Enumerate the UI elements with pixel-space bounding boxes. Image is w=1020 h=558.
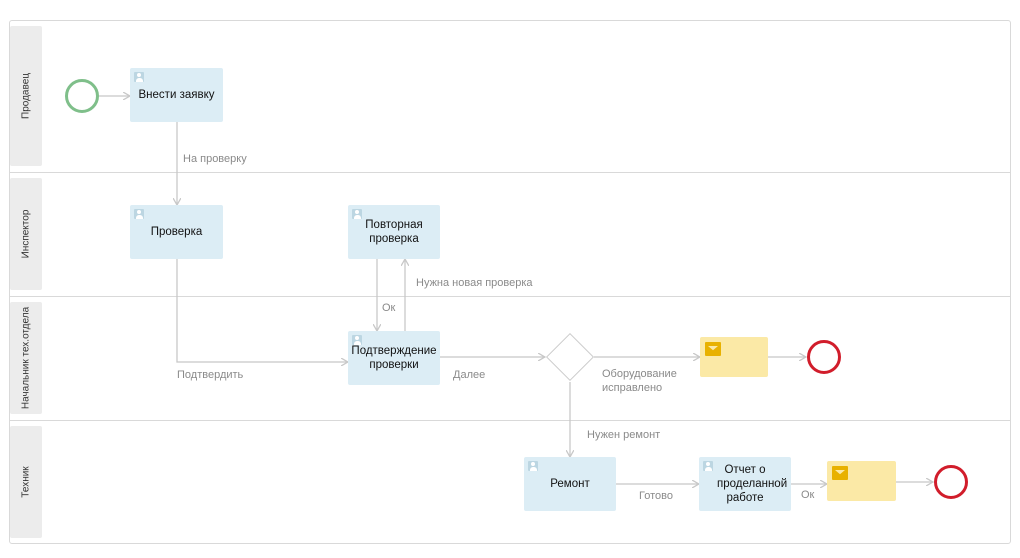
task-check[interactable]: Проверка [130,205,223,259]
task-label: Повторная проверка [365,219,423,245]
lane-header-seller: Продавец [10,26,42,166]
flow-label-new-check-needed: Нужна новая проверка [416,277,533,289]
task-label: Внести заявку [138,89,215,101]
task-label: Подтверждение проверки [351,345,437,371]
lane-separator [9,420,1011,421]
task-repair[interactable]: Ремонт [524,457,616,511]
end-event-2[interactable] [934,465,968,499]
lane-separator [9,172,1011,173]
flow-check-to-confirm [176,259,348,362]
envelope-icon [832,466,848,480]
lane-separator [9,296,1011,297]
user-icon [134,72,144,82]
flow-label-repair-needed: Нужен ремонт [587,429,661,441]
flow-label-equipment-fixed: Оборудование исправлено [602,368,677,394]
user-icon [352,209,362,219]
user-icon [134,209,144,219]
message-task[interactable] [700,337,768,377]
task-confirm-check[interactable]: Подтверждение проверки [348,331,440,385]
lane-header-technician: Техник [10,426,42,538]
task-work-report[interactable]: Отчет о проделанной работе [699,457,791,511]
lane-header-department-head: Начальник тех.отдела [10,302,42,414]
flow-label-to-check: На проверку [183,153,247,165]
message-task-2[interactable] [827,461,896,501]
end-event[interactable] [807,340,841,374]
task-label: Ремонт [550,478,590,490]
lane-header-inspector: Инспектор [10,178,42,290]
user-icon [528,461,538,471]
envelope-icon [705,342,721,356]
task-label: Отчет о проделанной работе [717,464,788,504]
flow-label-done: Готово [639,490,673,502]
task-label: Проверка [150,226,203,238]
task-submit-request[interactable]: Внести заявку [130,68,223,122]
user-icon [352,335,362,345]
flow-label-ok-report: Ок [801,489,815,501]
pool [9,20,1011,544]
task-recheck[interactable]: Повторная проверка [348,205,440,259]
user-icon [703,461,713,471]
flow-label-ok-recheck: Ок [382,302,396,314]
flow-label-next: Далее [453,369,486,381]
flow-label-confirm: Подтвердить [177,369,244,381]
start-event[interactable] [65,79,99,113]
